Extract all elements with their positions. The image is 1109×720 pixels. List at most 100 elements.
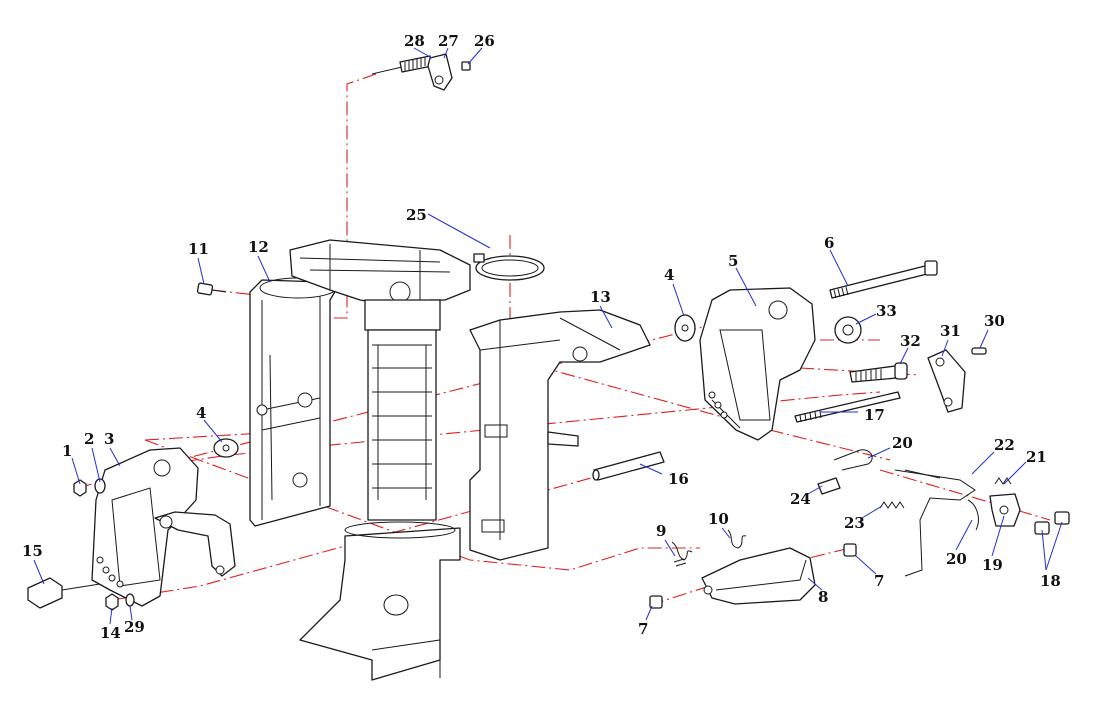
part-exhaust-housing	[469, 309, 651, 561]
part-rod-22	[894, 469, 976, 577]
part-screw-7-upper	[843, 543, 857, 557]
callout-16: 16	[668, 470, 689, 488]
part-washer-left	[213, 438, 239, 458]
part-main-housing	[289, 239, 471, 681]
callout-22: 22	[994, 436, 1015, 454]
part-thumb-screw	[849, 362, 908, 383]
leader-23	[861, 505, 883, 519]
leader-4-left	[203, 419, 223, 443]
callout-27: 27	[438, 32, 459, 50]
leader-13	[599, 305, 613, 329]
leader-20-lower	[955, 519, 973, 551]
callout-26: 26	[474, 32, 495, 50]
callout-17: 17	[864, 406, 885, 424]
leader-10	[721, 527, 731, 539]
leader-4-right	[672, 283, 685, 317]
part-spring-23	[879, 501, 905, 509]
callout-29: 29	[124, 618, 145, 636]
leader-21	[1003, 461, 1027, 485]
leader-28	[413, 47, 433, 59]
callout-7-lower: 7	[638, 620, 648, 638]
leader-18b	[1041, 529, 1047, 571]
part-steering-lever	[427, 53, 453, 91]
callout-3: 3	[104, 430, 114, 448]
part-clamp-bracket-left	[91, 447, 199, 607]
callout-12: 12	[248, 238, 269, 256]
leader-20-upper	[867, 447, 891, 459]
part-swivel-half-left	[249, 277, 337, 527]
leader-6	[829, 249, 849, 287]
callout-13: 13	[590, 288, 611, 306]
part-clamp-bracket-right	[699, 287, 816, 441]
part-bracket-19	[989, 493, 1021, 527]
callout-10: 10	[708, 510, 729, 528]
leader-18a	[1045, 521, 1063, 571]
callout-2: 2	[84, 430, 94, 448]
callout-19: 19	[982, 556, 1003, 574]
part-hook-20-upper	[833, 449, 873, 471]
part-spring-9	[671, 541, 693, 567]
part-pin-24	[817, 477, 841, 495]
callout-23: 23	[844, 514, 865, 532]
callout-15: 15	[22, 542, 43, 560]
callout-labels: 1 2 3 4 4 5 6 7 7 8 9 10 11 12 13 14 15 …	[22, 32, 1061, 642]
leader-26	[467, 47, 483, 65]
leader-30	[979, 329, 989, 349]
leader-25	[427, 213, 491, 249]
part-pin-rod	[592, 451, 665, 481]
leader-29	[129, 605, 133, 621]
callout-9: 9	[656, 522, 666, 540]
leader-22	[971, 451, 995, 475]
part-knob	[834, 316, 862, 344]
callout-24: 24	[790, 490, 811, 508]
part-steering-rod	[371, 55, 433, 75]
leader-19	[991, 515, 1005, 557]
leader-33	[855, 313, 877, 325]
part-washer-right	[674, 314, 696, 342]
leader-16	[639, 463, 663, 475]
callout-25: 25	[406, 206, 427, 224]
leader-27	[443, 47, 449, 59]
part-tilt-lever-left	[154, 511, 236, 577]
part-bolts-18	[1034, 511, 1070, 535]
leader-31	[941, 339, 949, 357]
part-stud-rod	[794, 391, 901, 423]
leader-lines	[33, 47, 1063, 625]
leader-14	[109, 607, 113, 625]
leader-9	[664, 539, 676, 557]
callout-8: 8	[818, 588, 828, 606]
part-spring-10	[727, 529, 747, 549]
callout-5: 5	[728, 252, 738, 270]
part-nut-14	[105, 593, 119, 611]
leader-8	[807, 577, 823, 591]
callout-18: 18	[1040, 572, 1061, 590]
part-screw-7-lower	[649, 595, 663, 609]
callout-1: 1	[62, 442, 72, 460]
leader-5	[735, 267, 757, 307]
leader-32	[899, 347, 909, 365]
leader-2	[91, 447, 101, 483]
leader-12	[257, 255, 271, 283]
callout-33: 33	[876, 302, 897, 320]
callout-6: 6	[824, 234, 834, 252]
callout-31: 31	[940, 322, 961, 340]
part-clamp-lever	[701, 547, 816, 605]
callout-32: 32	[900, 332, 921, 350]
part-lever-plate	[927, 349, 966, 413]
callout-7-upper: 7	[874, 572, 884, 590]
part-bolt-11	[196, 282, 227, 296]
part-washer-29	[125, 593, 135, 607]
part-pin-30	[971, 347, 987, 355]
leader-7-upper	[855, 555, 877, 575]
callout-20-lower: 20	[946, 550, 967, 568]
callout-11: 11	[188, 240, 209, 258]
assembly-line-cross	[144, 439, 700, 571]
leader-24	[807, 485, 823, 495]
leader-7-lower	[645, 605, 653, 621]
leader-3	[109, 447, 121, 467]
part-hook-20-lower	[967, 499, 979, 531]
part-nut-1	[73, 479, 87, 497]
callout-20-upper: 20	[892, 434, 913, 452]
leader-15	[33, 559, 45, 585]
